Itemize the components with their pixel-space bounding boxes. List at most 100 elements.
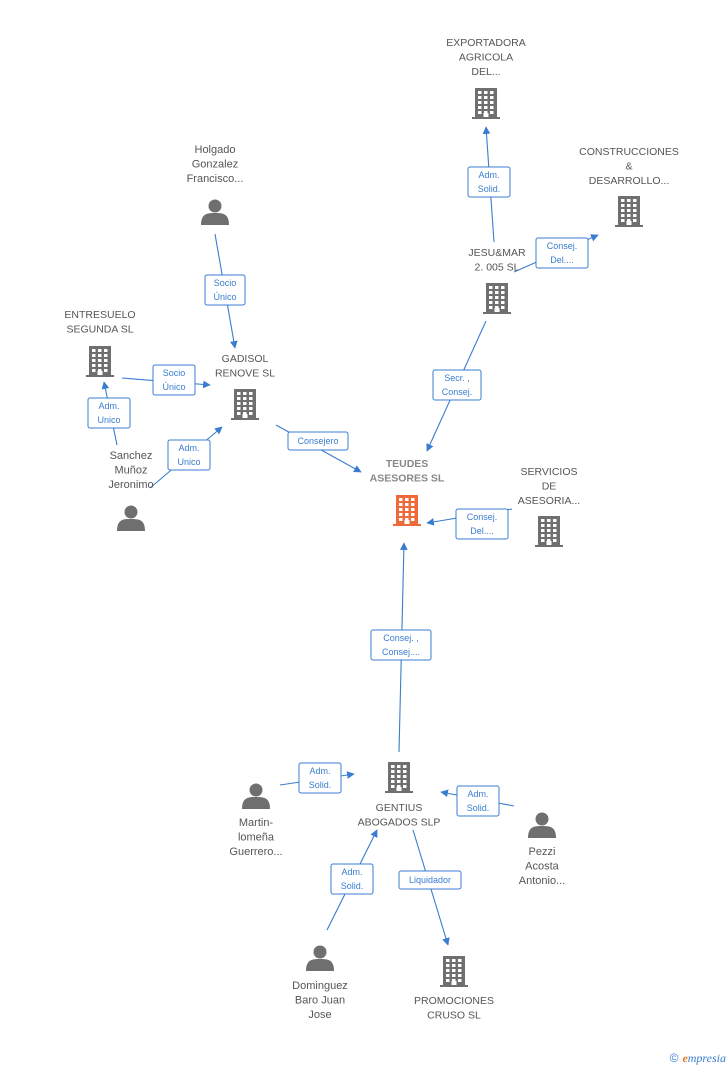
edge-label-box[interactable] <box>87 397 131 429</box>
edge-label-text: Del.... <box>550 255 574 265</box>
edge-label-text: Consej. <box>467 512 498 522</box>
brand-footer[interactable]: ©empresia <box>670 1051 726 1066</box>
building-icon <box>472 88 500 119</box>
node-holgado[interactable]: HolgadoGonzalezFrancisco... <box>187 144 244 225</box>
edge-sanchez-gadisol[interactable]: Adm.Unico <box>149 426 223 489</box>
node-label: ASESORES SL <box>370 473 445 485</box>
edge-label-text: Liquidador <box>409 875 451 885</box>
edge-gentius-promociones[interactable]: Liquidador <box>398 829 462 946</box>
node-label: Dominguez <box>292 980 348 992</box>
edge-label-box[interactable] <box>204 274 246 306</box>
person-icon <box>117 505 145 531</box>
edge-label-text: Consej. <box>547 241 578 251</box>
node-label: DEL... <box>471 66 500 78</box>
building-icon <box>393 495 421 526</box>
edge-label-box[interactable] <box>167 439 211 471</box>
node-label: Muñoz <box>114 465 147 477</box>
node-teudes[interactable]: TEUDES ASESORES SL <box>370 458 445 526</box>
edge-label-text: Solid. <box>467 803 490 813</box>
edge-label-box[interactable] <box>287 431 349 451</box>
copyright-symbol: © <box>669 1051 679 1065</box>
edge-label-text: Adm. <box>478 170 499 180</box>
building-icon <box>86 346 114 377</box>
node-martin[interactable]: Martin-lomeñaGuerrero... <box>229 783 283 859</box>
edge-label-box[interactable] <box>455 508 509 540</box>
edge-label-text: Solid. <box>478 184 501 194</box>
edge-label-box[interactable] <box>535 237 589 269</box>
node-label: CRUSO SL <box>427 1010 481 1022</box>
edge-label-text: Solid. <box>309 780 332 790</box>
edge-servicios-teudes[interactable]: Consej. Del.... <box>426 508 513 540</box>
node-jesumar[interactable]: JESU&MAR 2. 005 SL <box>468 247 526 314</box>
edge-label-box[interactable] <box>330 863 374 895</box>
edge-label-text: Socio <box>214 278 237 288</box>
node-label: TEUDES <box>386 458 429 470</box>
node-label: & <box>625 161 632 173</box>
node-pezzi[interactable]: PezziAcostaAntonio... <box>519 812 565 888</box>
node-label: SERVICIOS <box>521 466 578 478</box>
node-label: Antonio... <box>519 875 565 887</box>
edge-dominguez-gentius[interactable]: Adm. Solid. <box>326 829 378 931</box>
edge-label-text: Adm. <box>341 867 362 877</box>
edge-label-text: Adm. <box>309 766 330 776</box>
node-exportadora[interactable]: EXPORTADORAAGRICOLADEL... <box>446 37 526 119</box>
edge-label-box[interactable] <box>370 629 432 661</box>
edge-pezzi-gentius[interactable]: Adm. Solid. <box>440 785 515 817</box>
edge-jesumar-teudes[interactable]: Secr. ,Consej. <box>426 320 487 452</box>
edge-sanchez-entresuelo[interactable]: Adm.Unico <box>87 381 131 446</box>
edge-gentius-teudes[interactable]: Consej. ,Consej.... <box>370 542 432 753</box>
edge-label-text: Del.... <box>470 526 494 536</box>
building-icon <box>440 956 468 987</box>
edge-label-text: Único <box>213 292 236 302</box>
node-label: JESU&MAR <box>468 247 526 259</box>
edge-label-text: Adm. <box>467 789 488 799</box>
node-entresuelo[interactable]: ENTRESUELO SEGUNDA SL <box>64 309 136 377</box>
node-label: Guerrero... <box>229 846 282 858</box>
building-icon <box>483 283 511 314</box>
node-label: DESARROLLO... <box>589 175 670 187</box>
edge-label-text: Adm. <box>178 443 199 453</box>
node-servicios[interactable]: SERVICIOSDEASESORIA... <box>518 466 580 547</box>
edge-label-box[interactable] <box>432 369 482 401</box>
edge-label-box[interactable] <box>152 364 196 396</box>
node-label: SEGUNDA SL <box>66 324 133 336</box>
edge-gadisol-teudes[interactable]: Consejero <box>275 424 362 473</box>
edge-label-box[interactable] <box>398 870 462 890</box>
node-label: Pezzi <box>529 846 556 858</box>
edge-jesumar-construcciones[interactable]: Consej. Del.... <box>513 234 599 273</box>
node-gadisol[interactable]: GADISOL RENOVE SL <box>215 353 275 420</box>
node-label: Jeronimo <box>108 479 153 491</box>
edge-label-text: Único <box>162 382 185 392</box>
node-promociones[interactable]: PROMOCIONES CRUSO SL <box>414 956 494 1022</box>
node-label: PROMOCIONES <box>414 995 494 1007</box>
edge-label-text: Consej.... <box>382 647 420 657</box>
edge-label-text: Secr. , <box>444 373 470 383</box>
person-icon <box>528 812 556 838</box>
node-label: GADISOL <box>222 353 269 365</box>
node-label: Gonzalez <box>192 159 238 171</box>
node-label: ENTRESUELO <box>64 309 135 321</box>
edges-layer: Adm.Solid.Consej.Del....SocioÚnicoSecr. … <box>87 126 599 946</box>
edge-label-text: Solid. <box>341 881 364 891</box>
person-icon <box>306 945 334 971</box>
person-icon <box>201 199 229 225</box>
edge-label-box[interactable] <box>467 166 511 198</box>
edge-label-box[interactable] <box>298 762 342 794</box>
edge-label-text: Unico <box>97 415 120 425</box>
node-label: RENOVE SL <box>215 368 275 380</box>
edge-label-box[interactable] <box>456 785 500 817</box>
edge-jesumar-exportadora[interactable]: Adm. Solid. <box>467 126 511 243</box>
building-icon <box>385 762 413 793</box>
node-construcciones[interactable]: CONSTRUCCIONES & DESARROLLO... <box>579 146 679 227</box>
node-label: Jose <box>308 1009 331 1021</box>
edge-martin-gentius[interactable]: Adm. Solid. <box>279 762 355 794</box>
node-label: Acosta <box>525 861 560 873</box>
node-label: 2. 005 SL <box>475 262 520 274</box>
node-label: CONSTRUCCIONES <box>579 146 679 158</box>
